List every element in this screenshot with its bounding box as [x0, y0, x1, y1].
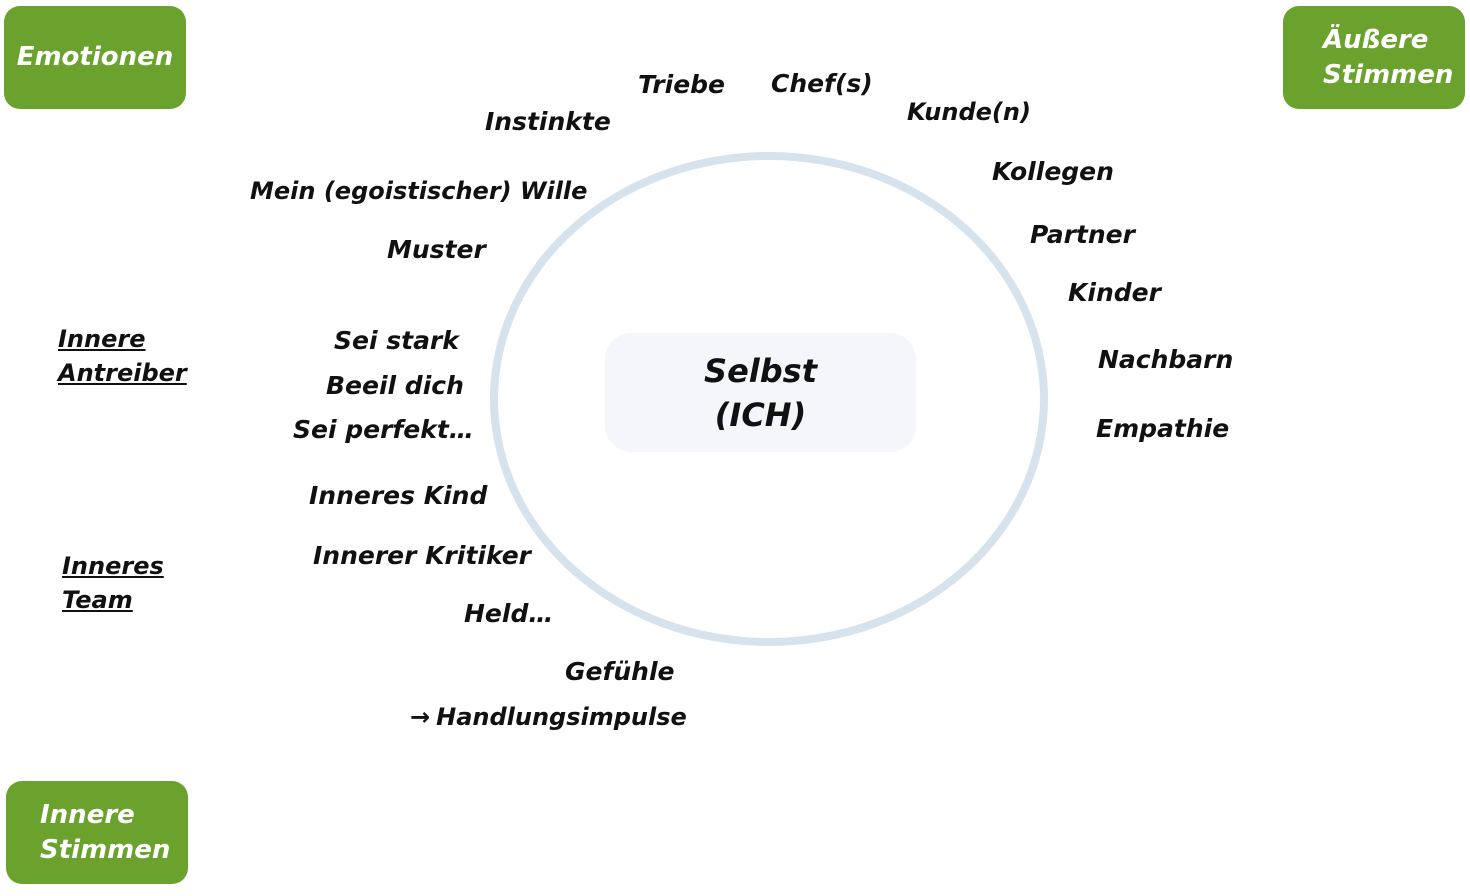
label-instinkte: Instinkte	[485, 107, 611, 136]
label-muster: Muster	[387, 235, 486, 264]
arrow-right-icon: →	[410, 703, 431, 731]
label-kinder: Kinder	[1068, 278, 1161, 307]
self-ring	[490, 152, 1048, 646]
label-held: Held…	[464, 599, 554, 628]
label-sei-perfekt: Sei perfekt…	[293, 415, 474, 444]
label-beeil-dich: Beeil dich	[326, 371, 464, 400]
aeussere-stimmen-label-line2: Stimmen	[1323, 59, 1454, 90]
innere-antreiber-line1: Innere	[58, 325, 146, 353]
label-gefuehle: Gefühle	[565, 657, 675, 686]
handlungsimpulse-text: Handlungsimpulse	[436, 703, 687, 731]
inneres-team-heading: Inneres Team	[62, 549, 164, 617]
aeussere-stimmen-box: Äußere Stimmen	[1283, 6, 1465, 109]
emotionen-box: Emotionen	[4, 6, 186, 109]
innere-antreiber-line2: Antreiber	[58, 359, 187, 387]
label-triebe: Triebe	[638, 70, 726, 99]
label-innerer-kritiker: Innerer Kritiker	[313, 541, 531, 570]
label-handlungsimpulse: →Handlungsimpulse	[410, 703, 687, 732]
label-wille: Mein (egoistischer) Wille	[250, 177, 588, 205]
innere-stimmen-label-line2: Stimmen	[40, 834, 171, 865]
aeussere-stimmen-label-line1: Äußere	[1323, 24, 1429, 55]
self-box: Selbst (ICH)	[605, 333, 916, 452]
label-kollegen: Kollegen	[992, 157, 1114, 186]
innere-stimmen-box: Innere Stimmen	[6, 781, 188, 884]
emotionen-label: Emotionen	[16, 42, 174, 72]
label-inneres-kind: Inneres Kind	[309, 481, 488, 510]
label-chefs: Chef(s)	[771, 69, 873, 98]
innere-stimmen-label-line1: Innere	[40, 799, 135, 830]
label-sei-stark: Sei stark	[334, 326, 459, 355]
innere-antreiber-heading: Innere Antreiber	[58, 322, 187, 390]
label-partner: Partner	[1030, 220, 1135, 249]
inneres-team-line1: Inneres	[62, 552, 164, 580]
ich-label: (ICH)	[714, 395, 807, 434]
label-empathie: Empathie	[1096, 414, 1230, 443]
inneres-team-line2: Team	[62, 586, 133, 614]
self-label: Selbst	[704, 351, 817, 390]
label-nachbarn: Nachbarn	[1098, 345, 1234, 374]
label-kunden: Kunde(n)	[907, 98, 1031, 126]
